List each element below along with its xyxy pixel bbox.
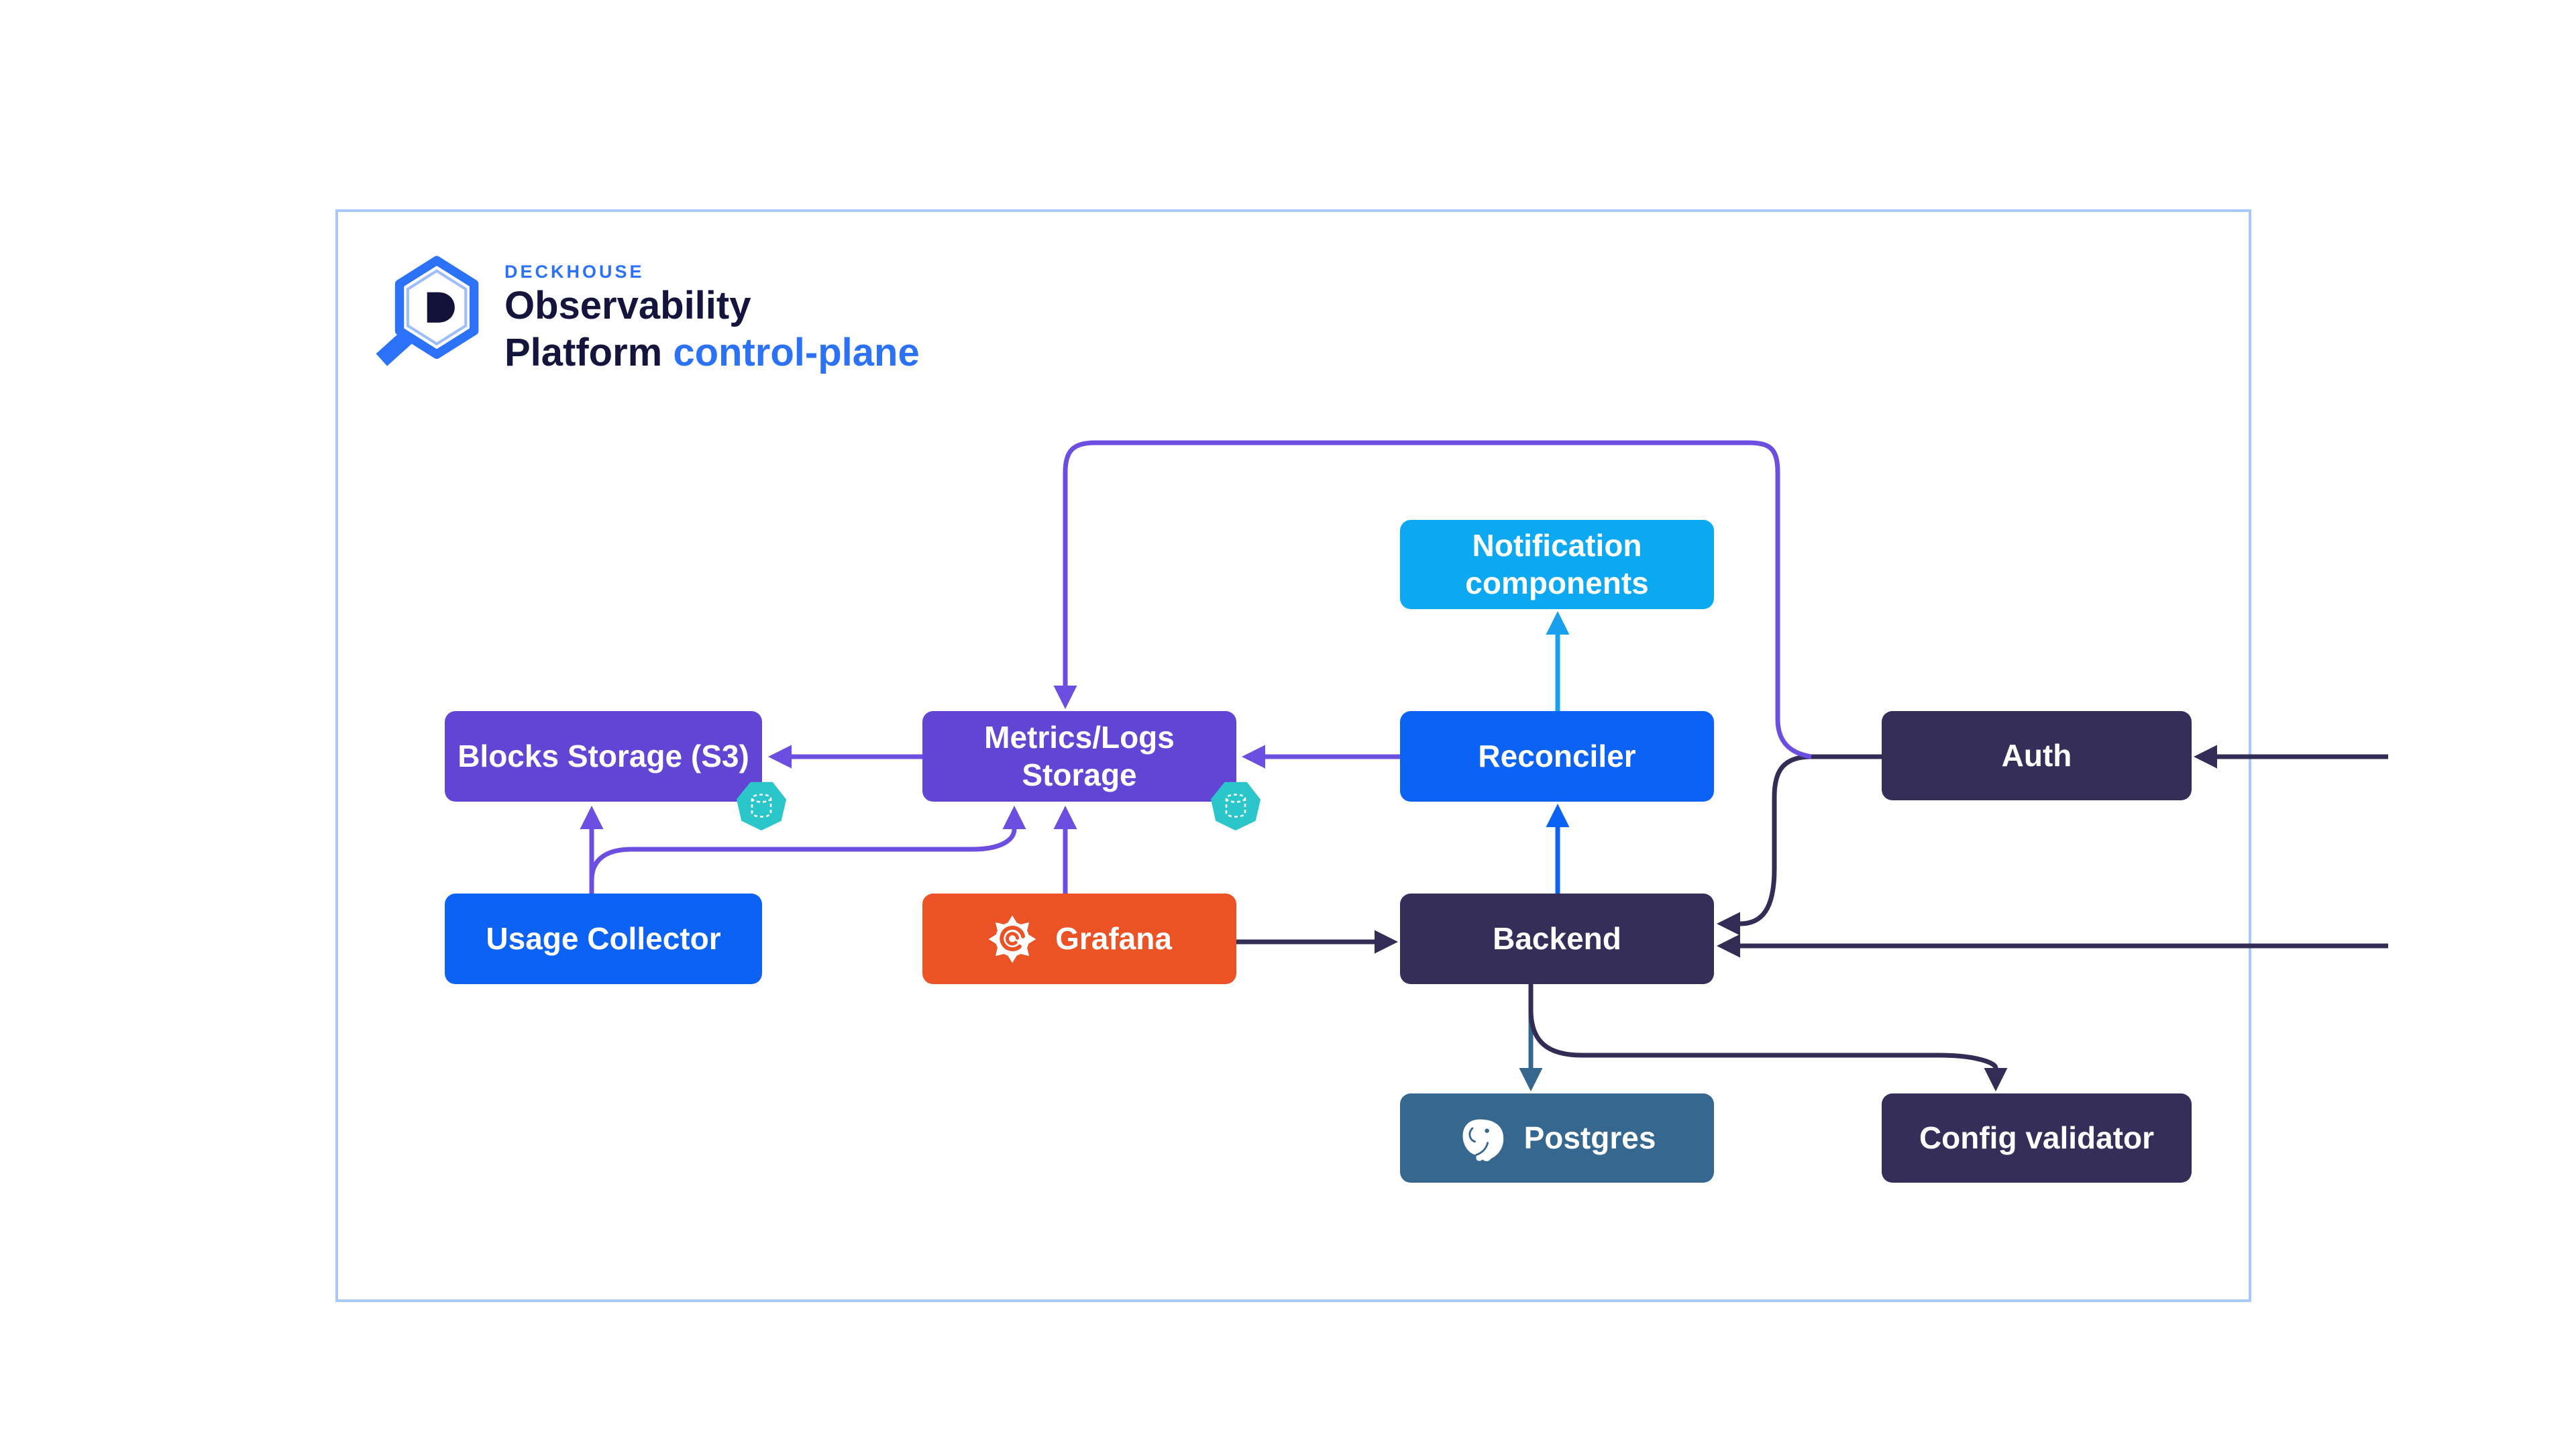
product-title-line1: Observability	[504, 284, 751, 327]
node-label: Config validator	[1919, 1120, 2155, 1155]
node-label: Postgres	[1523, 1120, 1656, 1155]
postgres-elephant-icon	[1462, 1119, 1503, 1161]
node-label: Grafana	[1055, 920, 1172, 956]
deckhouse-logo-icon	[376, 256, 479, 366]
node-metrics-logs-storage: Metrics/Logs Storage	[922, 711, 1236, 802]
node-usage-collector: Usage Collector	[445, 894, 762, 984]
node-label: Reconciler	[1478, 738, 1636, 773]
logo-text-block: DECKHOUSE Observability Platform control…	[504, 262, 920, 376]
node-blocks-storage: Blocks Storage (S3)	[445, 711, 762, 802]
node-label: Backend	[1493, 920, 1621, 956]
node-label: Auth	[2001, 737, 2072, 773]
product-title-suffix: control-plane	[673, 331, 920, 375]
node-label: Notification components	[1465, 528, 1649, 600]
node-label: Usage Collector	[486, 920, 721, 956]
edge-usage-to-metrics	[589, 806, 1026, 894]
brand-name: DECKHOUSE	[504, 262, 645, 282]
grafana-flame-icon	[988, 915, 1036, 963]
node-backend: Backend	[1400, 894, 1714, 984]
node-postgres: Postgres	[1400, 1093, 1714, 1183]
node-label: Blocks Storage (S3)	[458, 738, 749, 773]
node-auth: Auth	[1882, 711, 2192, 800]
product-title-platform: Platform	[504, 331, 674, 375]
node-notification-components: Notification components	[1400, 520, 1714, 609]
database-badge-icon	[1211, 782, 1261, 830]
node-config-validator: Config validator	[1882, 1093, 2192, 1183]
node-grafana: Grafana	[922, 894, 1236, 984]
edge-auth-to-metrics-loop	[1053, 440, 1812, 759]
edge-auth-to-backend	[1717, 754, 1882, 936]
database-badge-icon	[737, 782, 787, 830]
node-label: Metrics/Logs Storage	[984, 720, 1175, 792]
product-title-line2: Platform control-plane	[504, 329, 920, 376]
node-reconciler: Reconciler	[1400, 711, 1714, 802]
edge-backend-to-config-validator	[1528, 984, 2008, 1091]
